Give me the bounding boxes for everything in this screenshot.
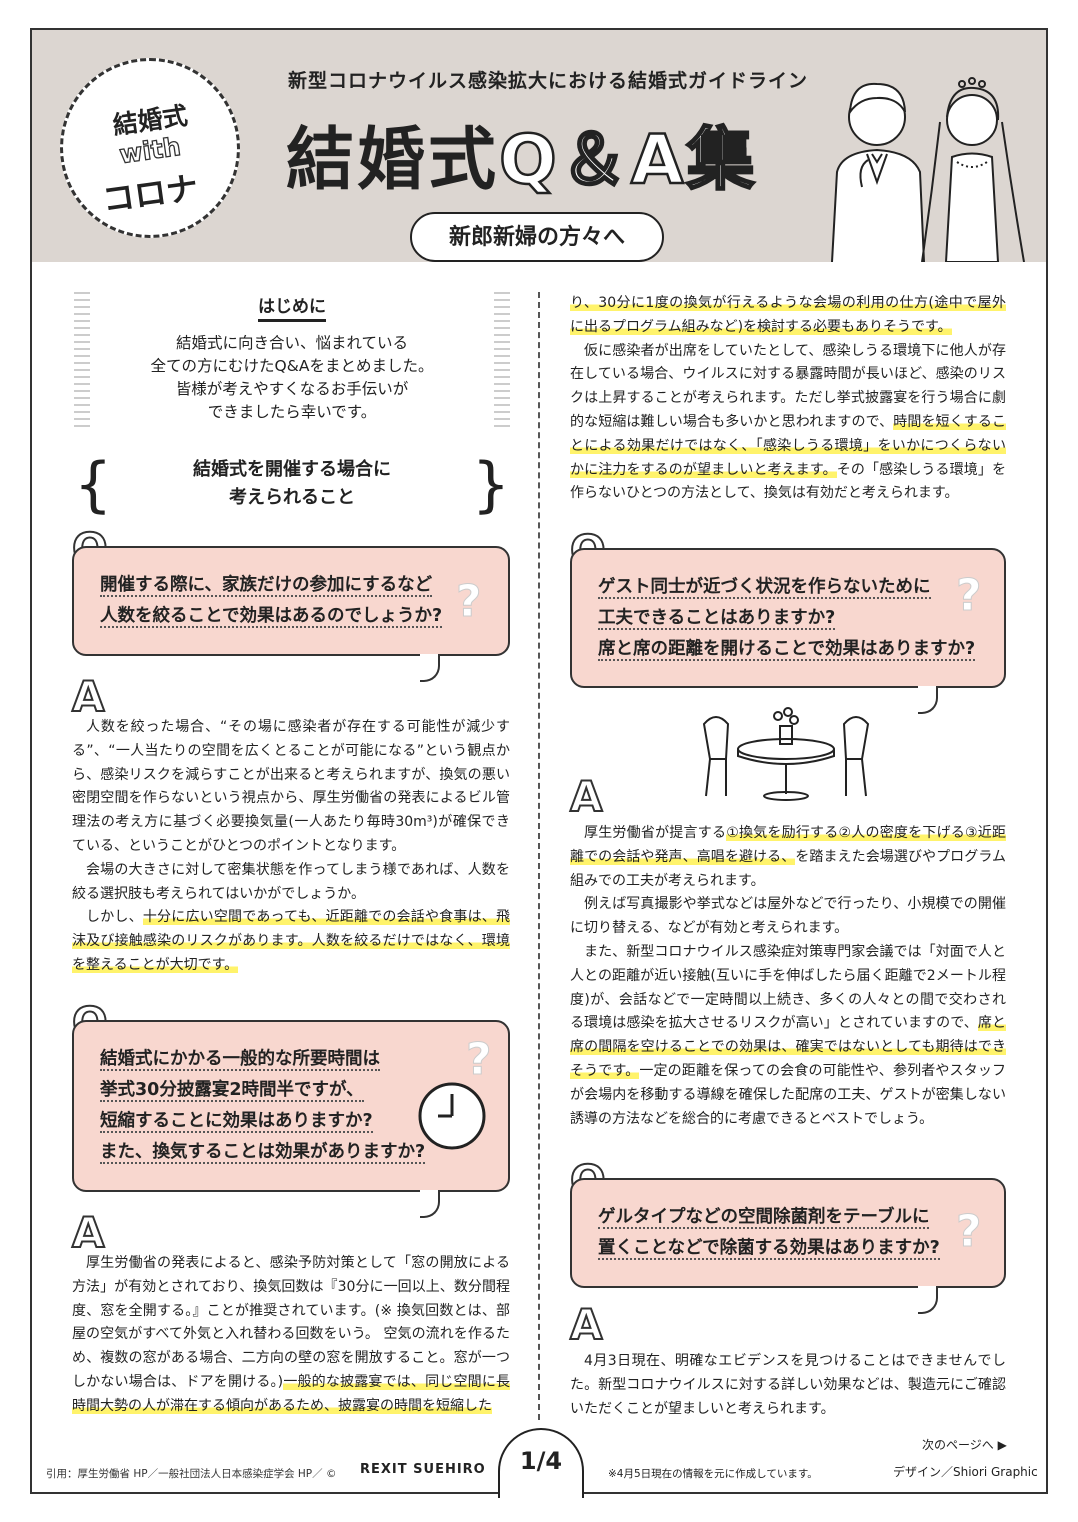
a3-p1c: を踏まえた会場選びやプログラム組みでの工夫が考えられます。 (570, 848, 1006, 889)
a-mark: A (71, 672, 105, 721)
answer-2-part2: り、30分に1度の換気が行えるような会場の利用の仕方(途中で屋外に出るプログラム… (570, 292, 1006, 506)
answer-2-part1: 厚生労働省の発表によると、感染予防対策として「窓の開放による方法」が有効とされて… (72, 1252, 510, 1419)
a-mark: A (569, 1300, 603, 1349)
a3-p3c: 一定の距離を保っての会食の可能性や、参列者やスタッフが会場内を移動する導線を確保… (570, 1062, 1006, 1127)
intro-stripes-right (494, 292, 510, 428)
next-page-link[interactable]: 次のページへ ▶ (922, 1438, 1007, 1452)
a2-p2a: 仮に感染者が出席をしていたとして、感染しうる環境下に他人が存在している場合、ウイ… (570, 342, 1006, 430)
intro-line: 結婚式に向き合い、悩まれている (175, 334, 409, 352)
answer-1: 人数を絞った場合、“その場に感染者が存在する可能性が減少する”、“一人当たりの空… (72, 716, 510, 978)
audience-pill: 新郎新婦の方々へ (410, 212, 664, 262)
couple-illustration (831, 77, 1025, 262)
question-mark-icon: ? (956, 1206, 983, 1258)
answer-3: 厚生労働省が提言する①換気を励行する②人の密度を下げる③近距離での会話や発声、高… (570, 822, 1006, 1131)
question-3: ゲスト同士が近づく状況を作らないために 工夫できることはありますか? 席と席の距… (570, 548, 1006, 688)
subtitle: 新型コロナウイルス感染拡大における結婚式ガイドライン (288, 70, 809, 92)
badge: 結婚式 with コロナ (60, 58, 240, 238)
q2-line: 短縮することに効果はありますか? (100, 1111, 373, 1133)
question-mark-icon: ? (956, 570, 983, 622)
brand-logo: REXIT SUEHIRO (360, 1462, 486, 1477)
q2-line: 挙式30分披露宴2時間半ですが、 (100, 1080, 364, 1102)
bracket-left-icon: { (74, 450, 113, 520)
title-main: 結婚式 (286, 121, 500, 200)
a2-p1c-highlight: り、30分に1度の換気が行えるような会場の利用の仕方(途中で屋外に出るプログラム… (570, 295, 1006, 335)
intro-stripes-left (74, 292, 90, 428)
q3-line: ゲスト同士が近づく状況を作らないために (598, 577, 931, 599)
question-1: 開催する際に、家族だけの参加にするなど 人数を絞ることで効果はあるのでしょうか?… (72, 546, 510, 656)
q4-line: ゲルタイプなどの空間除菌剤をテーブルに (598, 1207, 930, 1229)
section-heading: { } 結婚式を開催する場合に 考えられること (74, 450, 510, 520)
title-qa: Q＆A集 (498, 120, 758, 202)
a2-p1a: 厚生労働省の発表によると、感染予防対策として「窓の開放による方法」が有効とされて… (72, 1255, 510, 1390)
q2-line: 結婚式にかかる一般的な所要時間は (100, 1049, 380, 1071)
a1-p3a: しかし、 (86, 909, 143, 926)
a1-p2: 会場の大きさに対して密集状態を作ってしまう様であれば、人数を絞る選択肢も考えられ… (72, 861, 510, 902)
q1-line: 開催する際に、家族だけの参加にするなど (100, 575, 433, 597)
intro-line: できましたら幸いです。 (207, 403, 377, 421)
design-credit: デザイン／Shiori Graphic (893, 1465, 1038, 1479)
a3-p3a: また、新型コロナウイルス感染症対策専門家会議では「対面で人と人との距離が近い接触… (570, 943, 1006, 1032)
page-number: 1/4 (498, 1428, 584, 1498)
a4-p1: 4月3日現在、明確なエビデンスを見つけることはできませんでした。新型コロナウイル… (570, 1353, 1006, 1417)
a3-p2: 例えば写真撮影や挙式などは屋外などで行ったり、小規模での開催に切り替える、などが… (570, 896, 1006, 937)
intro-body: 結婚式に向き合い、悩まれている 全ての方にむけたQ&Aをまとめました。 皆様が考… (74, 332, 510, 424)
question-mark-icon: ? (456, 576, 483, 628)
q4-line: 置くことなどで除菌する効果はありますか? (598, 1238, 940, 1260)
page-title: 結婚式Q＆A集 (286, 104, 757, 203)
citation: 引用：厚生労働省 HP／一般社団法人日本感染症学会 HP／ © (46, 1468, 337, 1480)
a-mark: A (71, 1208, 105, 1257)
q2-line: また、換気することは効果がありますか? (100, 1142, 426, 1164)
intro-line: 全ての方にむけたQ&Aをまとめました。 (150, 357, 434, 375)
intro: はじめに 結婚式に向き合い、悩まれている 全ての方にむけたQ&Aをまとめました。… (74, 292, 510, 432)
table-chairs-icon (702, 707, 870, 801)
q1-line: 人数を絞ることで効果はあるのでしょうか? (100, 606, 443, 628)
footer-note: ※4月5日現在の情報を元に作成しています。 (608, 1468, 818, 1480)
a1-p1: 人数を絞った場合、“その場に感染者が存在する可能性が減少する”、“一人当たりの空… (72, 719, 510, 854)
q3-line: 席と席の距離を開けることで効果はありますか? (598, 639, 976, 661)
bracket-right-icon: } (471, 450, 510, 520)
intro-line: 皆様が考えやすくなるお手伝いが (175, 380, 409, 398)
intro-title: はじめに (258, 292, 326, 322)
answer-4: 4月3日現在、明確なエビデンスを見つけることはできませんでした。新型コロナウイル… (570, 1350, 1006, 1421)
a2-p2c: その「感染しうる環境」を作らないひとつの方法として、換気は有効だと考えられます。 (570, 461, 1006, 502)
column-divider (538, 292, 540, 1420)
a3-p1a: 厚生労働省が提言する (584, 825, 727, 841)
q3-line: 工夫できることはありますか? (598, 608, 836, 630)
a-mark: A (569, 772, 603, 821)
section-line2: 考えられること (229, 487, 355, 508)
section-line1: 結婚式を開催する場合に (193, 459, 391, 480)
question-2: 結婚式にかかる一般的な所要時間は 挙式30分披露宴2時間半ですが、 短縮すること… (72, 1020, 510, 1192)
question-mark-icon: ? (466, 1034, 493, 1086)
clock-icon (418, 1082, 486, 1150)
question-4: ゲルタイプなどの空間除菌剤をテーブルに 置くことなどで除菌する効果はありますか?… (570, 1178, 1006, 1288)
